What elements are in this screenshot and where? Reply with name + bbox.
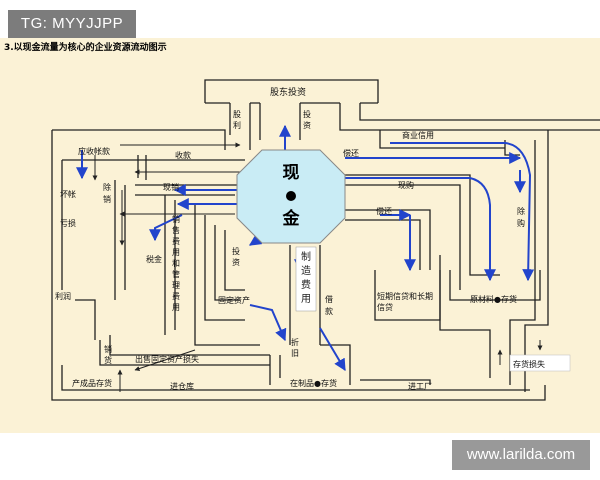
label-invest-top-2: 资 bbox=[303, 120, 311, 130]
label-loans-1: 短期信贷和长期 bbox=[377, 291, 433, 301]
label-sga-1: 销 bbox=[172, 214, 180, 224]
watermark-bottom: www.larilda.com bbox=[452, 440, 590, 470]
label-sga-5: 和 bbox=[172, 259, 180, 268]
label-invest-mid-1: 投 bbox=[232, 246, 240, 256]
label-tax: 税金 bbox=[146, 254, 162, 264]
label-sga-4: 用 bbox=[172, 248, 180, 257]
cash-char-2: 金 bbox=[282, 208, 301, 229]
diagram-title: 3.以现金流量为核心的企业资源流动图示 bbox=[4, 43, 167, 53]
cash-dot bbox=[286, 191, 296, 201]
label-depreciation-2: 旧 bbox=[291, 349, 299, 358]
label-borrow-2: 款 bbox=[325, 306, 333, 316]
label-bad-debt: 坏帐 bbox=[60, 189, 76, 199]
flow-pipes bbox=[51, 79, 600, 401]
label-sga-2: 售 bbox=[172, 225, 180, 235]
label-writeoff-1: 除 bbox=[103, 182, 111, 192]
label-loss: 亏损 bbox=[60, 218, 76, 228]
label-loans-2: 信贷 bbox=[377, 302, 393, 312]
label-sale-2: 货 bbox=[104, 355, 112, 365]
label-fixed-assets: 固定资产 bbox=[218, 295, 250, 305]
mfg-char-1: 制 bbox=[301, 250, 311, 263]
mfg-char-2: 造 bbox=[301, 264, 311, 277]
label-cash-sale: 现销 bbox=[163, 182, 179, 192]
label-cash-buy: 现购 bbox=[398, 180, 414, 190]
label-collect: 收款 bbox=[175, 150, 191, 160]
label-sga-8: 费 bbox=[172, 291, 180, 301]
label-borrow-1: 借 bbox=[325, 294, 333, 304]
label-repay-mid: 偿还 bbox=[376, 206, 392, 216]
label-into-factory: 进工厂 bbox=[408, 382, 432, 391]
label-fixed-asset-loss: 出售固定资产损失 bbox=[135, 354, 199, 364]
label-raw-material: 原材料●存货 bbox=[470, 294, 517, 304]
mfg-cost-band bbox=[295, 246, 317, 312]
label-invest-mid-2: 资 bbox=[232, 257, 240, 267]
label-writeoff-2: 销 bbox=[103, 194, 111, 204]
label-receivables: 应收帐款 bbox=[78, 146, 110, 156]
label-sga-9: 用 bbox=[172, 303, 180, 312]
mfg-char-4: 用 bbox=[301, 294, 311, 305]
diagram-labels: 股东投资 股 利 投 资 商业信用 偿还 应收帐款 收款 坏帐 除 销 现销 现… bbox=[55, 86, 545, 391]
inventory-loss-box bbox=[509, 354, 571, 372]
label-wip: 在制品●存货 bbox=[290, 378, 337, 388]
label-shareholder-invest: 股东投资 bbox=[270, 86, 306, 98]
label-inventory-loss: 存货损失 bbox=[513, 359, 545, 369]
label-finished-goods: 产成品存货 bbox=[72, 378, 112, 388]
watermark-top: TG: MYYJJPP bbox=[8, 10, 136, 38]
label-commercial-credit: 商业信用 bbox=[402, 130, 434, 140]
mfg-char-3: 费 bbox=[301, 278, 311, 291]
flow-arrows-black bbox=[92, 142, 543, 392]
label-profit: 利润 bbox=[55, 291, 71, 301]
label-into-warehouse: 进仓库 bbox=[170, 381, 194, 391]
label-sale-1: 销 bbox=[104, 344, 112, 354]
label-invest-top-1: 投 bbox=[303, 109, 311, 119]
label-credit-buy-1: 除 bbox=[517, 206, 525, 216]
label-sga-3: 费 bbox=[172, 236, 180, 246]
label-sga-7: 理 bbox=[172, 281, 180, 290]
label-dividend-2: 利 bbox=[233, 120, 241, 130]
label-credit-buy-2: 购 bbox=[517, 218, 525, 228]
label-dividend-1: 股 bbox=[233, 110, 241, 119]
label-sga-6: 管 bbox=[172, 269, 180, 279]
label-depreciation-1: 折 bbox=[291, 337, 299, 347]
cash-char-1: 现 bbox=[283, 163, 300, 183]
label-repay-top: 偿还 bbox=[343, 148, 359, 158]
